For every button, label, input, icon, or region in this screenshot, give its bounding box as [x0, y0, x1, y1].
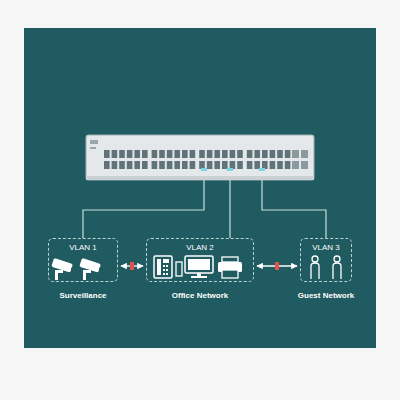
switch-port	[285, 161, 291, 169]
network-switch	[86, 135, 314, 180]
switch-port	[112, 161, 118, 169]
switch-port	[182, 161, 188, 169]
switch-port	[159, 161, 165, 169]
switch-port	[270, 150, 276, 158]
vlan-box: VLAN 2Office Network	[146, 238, 254, 282]
switch-port	[214, 161, 220, 169]
switch-port	[254, 150, 260, 158]
switch-port	[230, 161, 236, 169]
switch-port	[207, 150, 213, 158]
switch-port	[190, 161, 196, 169]
switch-port	[159, 150, 165, 158]
switch-port	[112, 150, 118, 158]
switch-port	[222, 150, 228, 158]
vlan-box: VLAN 1Surveillance	[48, 238, 118, 282]
switch-port	[119, 150, 125, 158]
vlan-label: VLAN 1	[49, 243, 117, 252]
switch-port	[167, 161, 173, 169]
switch-port	[182, 150, 188, 158]
switch-port	[247, 161, 253, 169]
vlan-box: VLAN 3Guest Network	[300, 238, 352, 282]
switch-port	[237, 161, 243, 169]
camera-icons	[51, 258, 103, 280]
switch-port	[167, 150, 173, 158]
active-port	[201, 168, 207, 171]
switch-port	[104, 150, 110, 158]
switch-port	[119, 161, 125, 169]
switch-port	[152, 150, 158, 158]
network-label: Surveillance	[59, 291, 106, 300]
uplink-wires	[83, 180, 326, 238]
switch-port	[222, 161, 228, 169]
block-mark	[130, 262, 134, 270]
switch-port	[247, 150, 253, 158]
switch-port	[142, 150, 148, 158]
switch-port	[262, 150, 268, 158]
vlan-label: VLAN 2	[147, 243, 253, 252]
network-label: Office Network	[172, 291, 228, 300]
sfp-port	[301, 150, 308, 158]
guest-icons	[311, 256, 341, 279]
teal-panel	[24, 28, 376, 348]
sfp-port	[301, 161, 308, 169]
switch-port	[174, 150, 180, 158]
network-label: Guest Network	[298, 291, 354, 300]
isolation-arrow	[257, 262, 297, 270]
switch-port	[254, 161, 260, 169]
switch-port	[142, 161, 148, 169]
switch-port	[199, 161, 205, 169]
office-icons	[154, 256, 242, 278]
switch-port	[199, 150, 205, 158]
switch-port	[152, 161, 158, 169]
vlan-label: VLAN 3	[301, 243, 351, 252]
active-port	[227, 168, 233, 171]
switch-port	[190, 150, 196, 158]
switch-port	[262, 161, 268, 169]
active-port	[259, 168, 265, 171]
switch-port	[214, 150, 220, 158]
sfp-port	[292, 150, 299, 158]
switch-port	[174, 161, 180, 169]
switch-port	[277, 161, 283, 169]
switch-port	[237, 150, 243, 158]
sfp-port	[292, 161, 299, 169]
switch-port	[270, 161, 276, 169]
switch-port	[127, 161, 133, 169]
block-mark	[275, 262, 279, 270]
switch-port	[277, 150, 283, 158]
switch-port	[104, 161, 110, 169]
switch-port	[134, 161, 140, 169]
switch-port	[127, 150, 133, 158]
switch-port	[134, 150, 140, 158]
switch-port	[285, 150, 291, 158]
switch-port	[230, 150, 236, 158]
isolation-arrow	[121, 262, 143, 270]
switch-port	[207, 161, 213, 169]
